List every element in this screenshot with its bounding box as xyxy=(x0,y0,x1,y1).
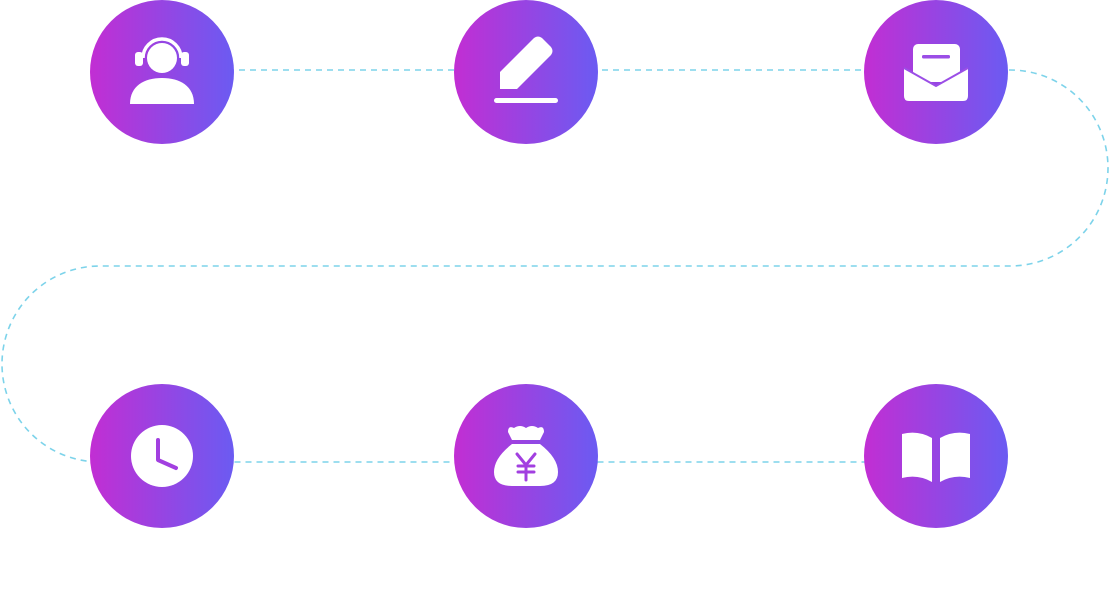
clock-icon xyxy=(131,425,193,487)
money-bag-yuan-icon xyxy=(494,426,558,486)
step-circle-3[interactable] xyxy=(864,0,1008,144)
step-circle-2[interactable] xyxy=(454,0,598,144)
step-circle-4[interactable] xyxy=(90,384,234,528)
step-circle-6[interactable] xyxy=(864,384,1008,528)
open-book-icon xyxy=(902,432,970,482)
edit-pen-icon xyxy=(494,36,558,103)
connector-path xyxy=(1,69,1109,463)
step-circle-5[interactable] xyxy=(454,384,598,528)
step-circle-1[interactable] xyxy=(90,0,234,144)
customer-service-icon xyxy=(130,37,194,104)
envelope-icon xyxy=(903,44,969,101)
